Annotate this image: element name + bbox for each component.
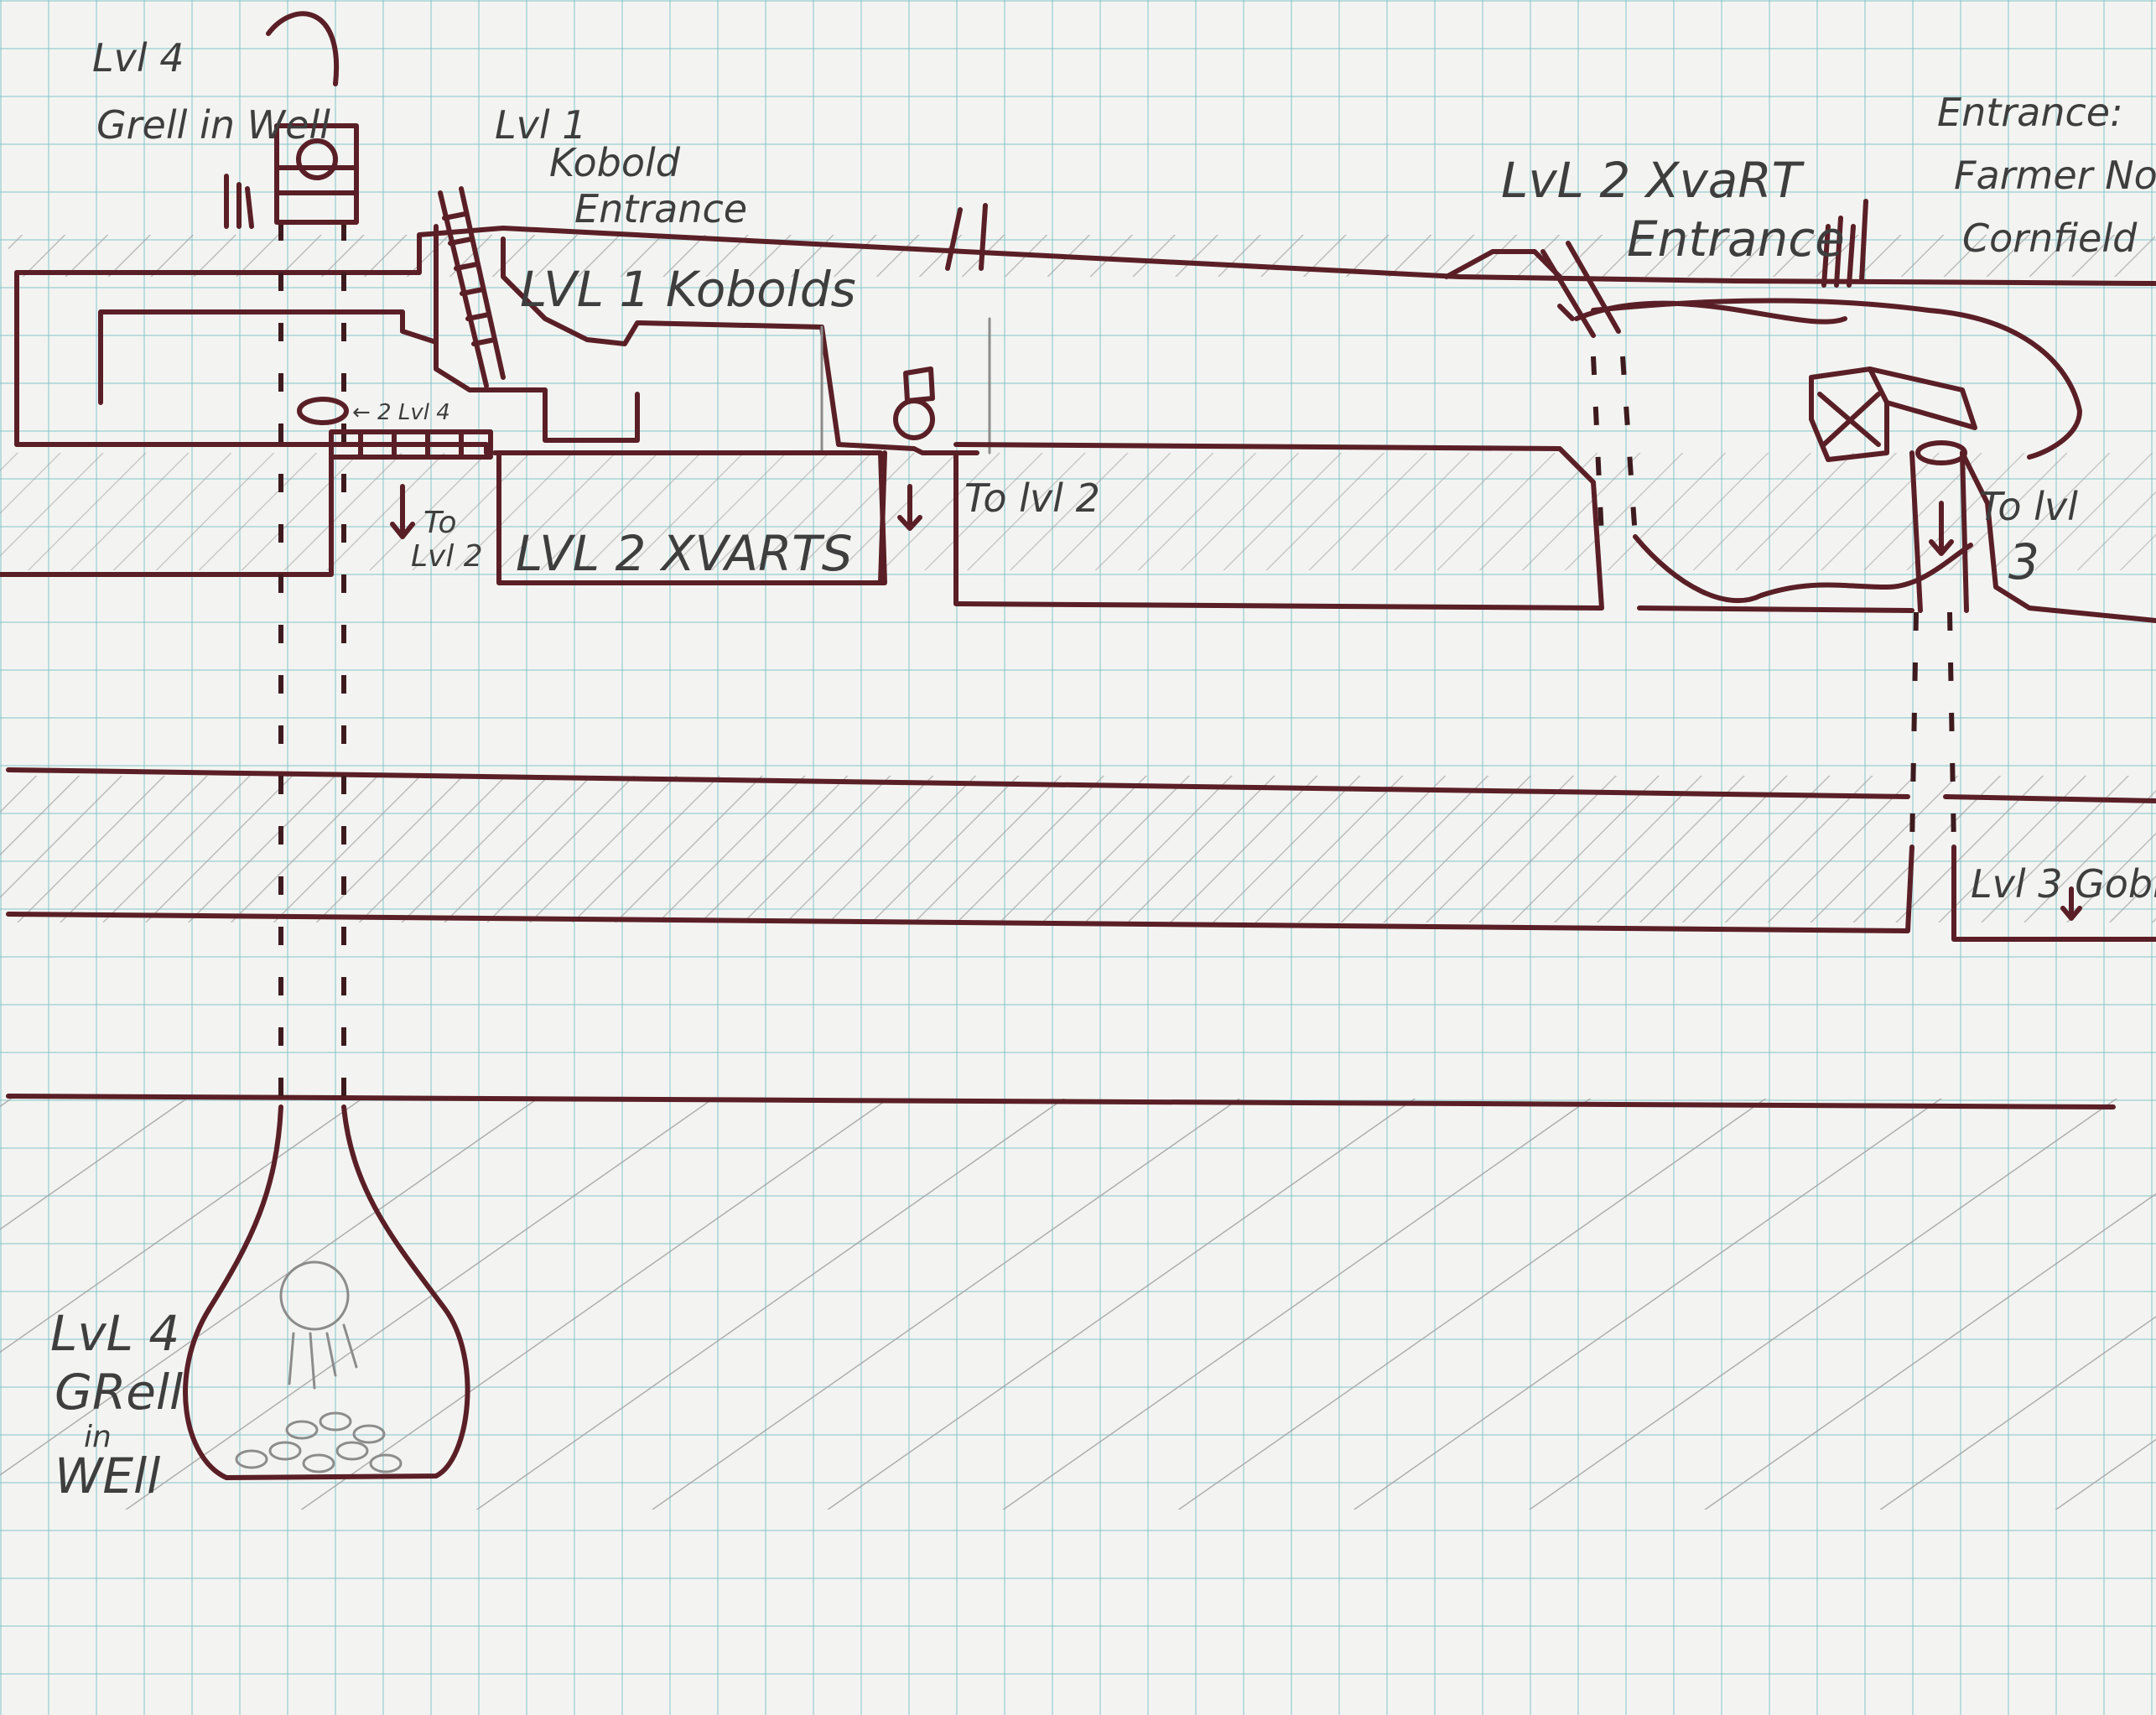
label-lvl3-goblin: Lvl 3 Goblin: [1971, 861, 2156, 907]
treasure-pile-icon: [235, 1411, 403, 1473]
svg-text:Lvl 2: Lvl 2: [411, 539, 483, 574]
svg-text:GRell: GRell: [55, 1364, 183, 1421]
svg-text:Farmer Noka's: Farmer Noka's: [1954, 153, 2156, 198]
label-lvl1-kobolds: LVL 1 Kobolds: [520, 261, 856, 318]
shaft-dashed-lines: [278, 222, 1956, 1107]
svg-text:Kobold: Kobold: [549, 140, 681, 185]
xvart-entrance-chute-icon: [1540, 241, 1621, 338]
svg-text:in: in: [84, 1420, 112, 1454]
label-lvl4-grell-in-well-bottom: LvL 4 GRell in WEll: [50, 1305, 183, 1505]
grass-tufts-icon: [224, 174, 1868, 288]
wooden-bridge-icon: [329, 429, 493, 460]
svg-text:WEll: WEll: [55, 1447, 160, 1505]
level-1-structure: [14, 224, 2156, 460]
svg-text:Entrance:: Entrance:: [1937, 90, 2123, 135]
level-4-structure: [6, 1094, 2116, 1480]
svg-text:LvL 2 XvaRT: LvL 2 XvaRT: [1501, 152, 1805, 209]
svg-text:Lvl 4: Lvl 4: [92, 35, 184, 81]
well-icon: [274, 123, 359, 225]
label-to-lvl2-left: To Lvl 2: [411, 506, 483, 574]
curved-arrow-icon: [266, 11, 340, 86]
down-arrow-icons: [390, 484, 2082, 921]
label-to-lvl3: To lvl 3: [1979, 484, 2078, 590]
svg-text:LvL 4: LvL 4: [50, 1305, 179, 1362]
small-cave-icon: [297, 397, 349, 425]
svg-text:To lvl: To lvl: [1979, 484, 2078, 529]
svg-text:3: 3: [2008, 533, 2039, 590]
svg-text:To: To: [423, 506, 457, 540]
label-to-lvl4-side: ← 2 Lvl 4: [352, 400, 450, 425]
svg-text:Cornfield: Cornfield: [1962, 216, 2138, 261]
crate-icon: [1809, 366, 1977, 462]
level-3-structure: [6, 767, 2156, 942]
label-lvl4-grell-in-well-top: Lvl 4 Grell in Well: [92, 35, 330, 148]
grell-monster-icon: [279, 1260, 358, 1390]
pipe-opening-icon: [1915, 440, 1967, 465]
svg-text:Grell in Well: Grell in Well: [96, 102, 330, 148]
label-lvl2-xvarts: LVL 2 XVARTS: [516, 525, 853, 582]
svg-text:Entrance: Entrance: [1627, 210, 1845, 268]
svg-text:Lvl 1: Lvl 1: [495, 102, 587, 148]
label-lvl1-kobold-entrance: Lvl 1 Kobold Entrance: [495, 102, 747, 231]
earth-hatching: [0, 235, 2156, 1510]
kobold-marker-icon: [893, 366, 935, 440]
label-entrance-farmer-nokas-cornfield: Entrance: Farmer Noka's Cornfield: [1937, 90, 2156, 261]
label-to-lvl2-mid: To lvl 2: [964, 476, 1100, 521]
label-lvl2-xvart-entrance: LvL 2 XvaRT Entrance: [1501, 152, 1845, 268]
svg-text:Entrance: Entrance: [574, 186, 747, 231]
ladder-icon: [438, 186, 506, 388]
level-2-structure: [0, 442, 2156, 623]
